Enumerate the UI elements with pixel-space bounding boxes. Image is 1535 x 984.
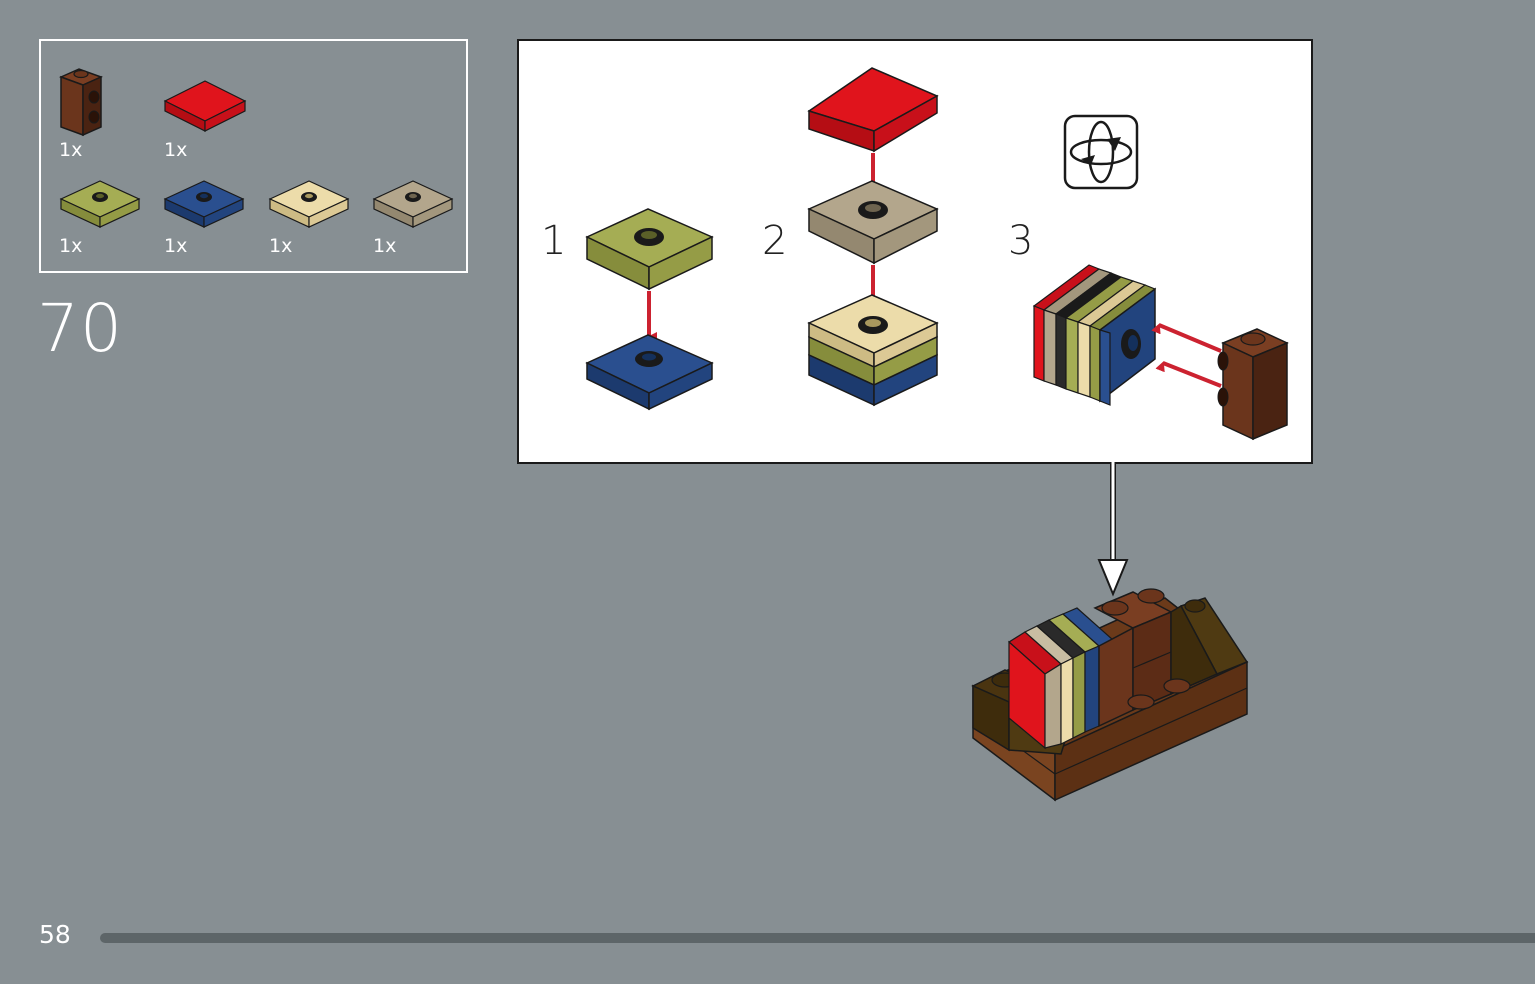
part-brick-brown: [57, 63, 107, 138]
substep-number-3: 3: [1008, 218, 1034, 264]
part-qty: 1x: [164, 139, 188, 161]
part-plate-blue: [163, 177, 245, 233]
part-plate-dark-tan: [372, 177, 454, 233]
substep-2-assembly: [807, 67, 939, 407]
substep-1-assembly: [585, 208, 714, 411]
part-qty: 1x: [59, 139, 83, 161]
callout-connector-arrow: [1097, 462, 1129, 597]
part-qty: 1x: [373, 235, 397, 257]
part-tile-red: [163, 79, 248, 135]
substep-3-assembly: [1032, 264, 1289, 441]
substep-number-1: 1: [541, 218, 567, 264]
parts-list: 1x 1x 1x 1x: [39, 39, 468, 273]
sub-assembly-callout: 1 2 3: [517, 39, 1313, 464]
step-number: 70: [37, 290, 123, 367]
part-qty: 1x: [269, 235, 293, 257]
rotate-model-icon: [1063, 114, 1139, 190]
page-number: 58: [39, 920, 71, 949]
part-plate-olive: [59, 177, 141, 233]
part-qty: 1x: [59, 235, 83, 257]
substep-number-2: 2: [762, 218, 788, 264]
part-qty: 1x: [164, 235, 188, 257]
main-model-bookshelf: [971, 588, 1249, 802]
progress-bar: [100, 933, 1535, 943]
part-plate-tan: [268, 177, 350, 233]
